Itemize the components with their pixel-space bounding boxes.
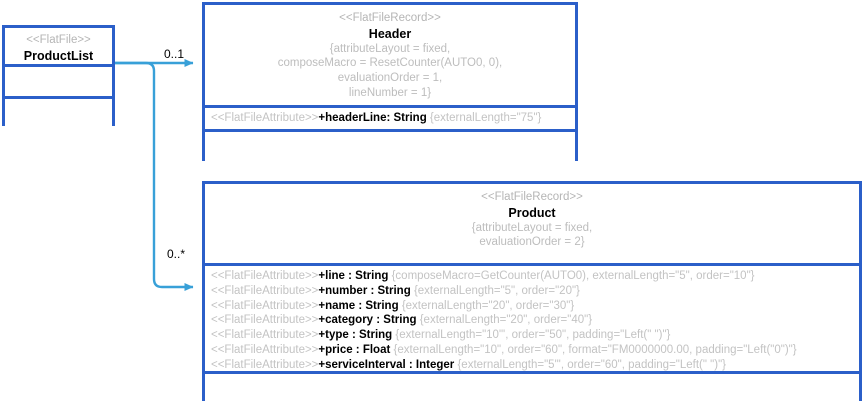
attribute-signature: +name : String	[318, 299, 399, 312]
class-tag-line: evaluationOrder = 1,	[337, 72, 443, 85]
class-title: Header	[368, 26, 412, 41]
attribute-properties: {externalLength="20", order="30"}	[401, 299, 575, 312]
class-title: Product	[508, 205, 556, 220]
class-title: ProductList	[23, 48, 94, 63]
attribute-row[interactable]: <<FlatFileAttribute>>+type : String {ext…	[211, 328, 854, 343]
class-operations-compartment-product	[205, 371, 859, 401]
class-operations-compartment-header	[205, 129, 575, 164]
class-tags-header: {attributeLayout = fixed, composeMacro =…	[211, 42, 569, 101]
attribute-properties: {externalLength="5", order="20"}	[413, 284, 580, 297]
attribute-row[interactable]: <<FlatFileAttribute>>+category : String …	[211, 313, 854, 328]
attribute-signature: +type : String	[318, 329, 393, 342]
attribute-row[interactable]: <<FlatFileAttribute>>+number : String {e…	[211, 284, 854, 299]
class-box-header[interactable]: <<FlatFileRecord>> Header {attributeLayo…	[202, 2, 578, 164]
attribute-signature: +serviceInterval : Integer	[318, 358, 455, 371]
class-attributes-compartment-productlist	[5, 64, 112, 96]
empty-operations	[11, 102, 107, 122]
attribute-signature: +number : String	[318, 284, 411, 297]
attribute-signature: +price : Float	[318, 344, 391, 357]
class-box-productlist[interactable]: <<FlatFile>> ProductList	[2, 25, 115, 126]
class-stereotype: <<FlatFileRecord>>	[339, 12, 441, 24]
multiplicity-label-product: 0..*	[167, 247, 186, 261]
attribute-properties: {externalLength="10"', order="50", paddi…	[395, 329, 671, 342]
attribute-row[interactable]: <<FlatFileAttribute>>+serviceInterval : …	[211, 358, 854, 373]
class-stereotype: <<FlatFileRecord>>	[481, 191, 583, 203]
class-tag-line: {attributeLayout = fixed,	[329, 42, 451, 55]
class-attributes-compartment-header: <<FlatFileAttribute>>+headerLine: String…	[205, 105, 575, 129]
attribute-signature: +headerLine: String	[318, 112, 427, 124]
class-attributes-compartment-product: <<FlatFileAttribute>>+line : String {com…	[205, 263, 859, 371]
attribute-properties: {externalLength="75"}	[429, 112, 542, 124]
attribute-signature: +line : String	[318, 270, 389, 282]
class-operations-compartment-productlist	[5, 96, 112, 126]
attribute-properties: {externalLength="10", order="60", format…	[393, 344, 797, 357]
class-tag-line: lineNumber = 1}	[348, 86, 432, 99]
class-name-compartment-header: <<FlatFileRecord>> Header {attributeLayo…	[205, 5, 575, 105]
class-tag-line: {attributeLayout = fixed,	[471, 221, 593, 234]
attribute-row[interactable]: <<FlatFileAttribute>>+headerLine: String…	[211, 111, 570, 126]
empty-attributes	[11, 70, 107, 92]
attribute-stereotype: <<FlatFileAttribute>>	[211, 299, 319, 312]
class-box-product[interactable]: <<FlatFileRecord>> Product {attributeLay…	[202, 181, 862, 401]
multiplicity-label-header: 0..1	[164, 47, 185, 61]
attribute-row[interactable]: <<FlatFileAttribute>>+name : String {ext…	[211, 299, 854, 314]
attribute-stereotype: <<FlatFileAttribute>>	[211, 270, 319, 282]
class-tags-product: {attributeLayout = fixed, evaluationOrde…	[211, 221, 853, 250]
empty-operations	[211, 135, 570, 160]
attribute-properties: {externalLength="20", order="40"}	[419, 314, 593, 327]
attribute-properties: {composeMacro=GetCounter(AUTO0), externa…	[391, 270, 755, 282]
attribute-row[interactable]: <<FlatFileAttribute>>+price : Float {ext…	[211, 343, 854, 358]
empty-operations	[211, 377, 854, 397]
attribute-stereotype: <<FlatFileAttribute>>	[211, 344, 319, 357]
class-tag-line: composeMacro = ResetCounter(AUTO0, 0),	[277, 57, 503, 70]
class-name-compartment-product: <<FlatFileRecord>> Product {attributeLay…	[205, 184, 859, 263]
attribute-properties: {externalLength="5"', order="60", paddin…	[457, 358, 727, 371]
attribute-stereotype: <<FlatFileAttribute>>	[211, 284, 319, 297]
attribute-stereotype: <<FlatFileAttribute>>	[211, 112, 319, 124]
attribute-signature: +category : String	[318, 314, 417, 327]
class-tag-line: evaluationOrder = 2}	[479, 236, 585, 249]
attribute-stereotype: <<FlatFileAttribute>>	[211, 358, 319, 371]
attribute-row[interactable]: <<FlatFileAttribute>>+line : String {com…	[211, 269, 854, 284]
attribute-stereotype: <<FlatFileAttribute>>	[211, 329, 319, 342]
class-stereotype: <<FlatFile>>	[26, 34, 91, 46]
class-name-compartment-productlist: <<FlatFile>> ProductList	[5, 28, 112, 64]
attribute-stereotype: <<FlatFileAttribute>>	[211, 314, 319, 327]
